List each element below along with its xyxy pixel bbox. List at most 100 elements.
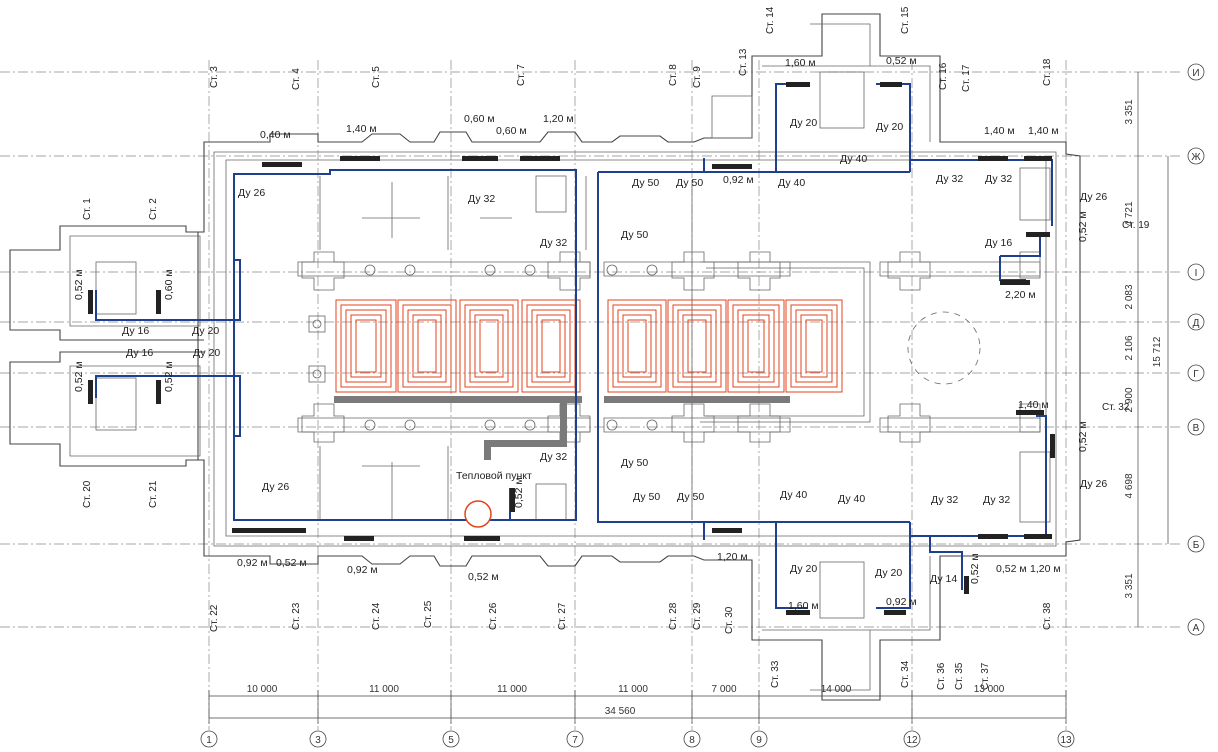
- heating-loop: [617, 309, 657, 383]
- heating-loop: [790, 304, 838, 388]
- riser-label: Ст. 18: [1042, 58, 1053, 86]
- heating-loop: [531, 309, 571, 383]
- axis-bubble: [309, 730, 327, 748]
- pipe-diameter-label: Ду 40: [778, 177, 805, 189]
- riser-label: Ст. 5: [371, 66, 382, 88]
- axis-bubble: [1057, 730, 1075, 748]
- heating-loop: [727, 299, 785, 393]
- pipe-diameter-label: Ду 20: [193, 347, 220, 359]
- heating-loop: [340, 304, 392, 388]
- riser-label: Ст. 36: [936, 662, 947, 690]
- riser-label: Ст. 19: [1122, 220, 1150, 231]
- riser-label: Ст. 4: [291, 68, 302, 90]
- radiator-length-label: 0,52 м: [886, 55, 917, 67]
- heating-loop: [479, 319, 499, 373]
- dimension-value: 4 721: [1124, 201, 1135, 226]
- radiator-length-label: 1,20 м: [717, 551, 748, 563]
- radiator-length-label: 0,92 м: [886, 596, 917, 608]
- riser-label: Ст. 26: [488, 602, 499, 630]
- pipe-diameter-label: Ду 20: [790, 117, 817, 129]
- riser-label: Ст. 24: [371, 602, 382, 630]
- heating-loop: [785, 299, 843, 393]
- axis-bubble: [750, 730, 768, 748]
- riser-label: Ст. 7: [516, 64, 527, 86]
- dimension-value: 2 106: [1124, 335, 1135, 360]
- heating-loop: [800, 314, 828, 378]
- pipe-diameter-label: Ду 40: [780, 489, 807, 501]
- axis-bubble: [1187, 147, 1205, 165]
- heating-loop: [672, 304, 722, 388]
- pipe-diameter-label: Ду 32: [540, 237, 567, 249]
- pipe-diameter-label: Ду 50: [676, 177, 703, 189]
- axis-bubble: [1187, 618, 1205, 636]
- pipe-diameter-label: Ду 50: [632, 177, 659, 189]
- radiator-length-label: 1,20 м: [543, 113, 574, 125]
- pipe-diameter-label: Ду 32: [468, 193, 495, 205]
- riser-label: Ст. 38: [1042, 602, 1053, 630]
- pipe-diameter-label: Ду 20: [192, 325, 219, 337]
- heating-loop: [397, 299, 457, 393]
- dimension-value: 10 000: [247, 684, 278, 695]
- riser-label: Ст. 28: [668, 602, 679, 630]
- axis-bubble-label: I: [1195, 268, 1198, 279]
- axis-bubble: [1187, 263, 1205, 281]
- riser-label: Ст. 17: [961, 64, 972, 92]
- dimension-value: 11 000: [497, 684, 527, 695]
- pipe-diameter-label: Ду 16: [985, 237, 1012, 249]
- underfloor-heating-loops: [335, 299, 843, 393]
- heating-loop: [682, 314, 712, 378]
- dimension-value: 11 000: [369, 684, 399, 695]
- pipe-diameter-label: Ду 20: [790, 563, 817, 575]
- heating-loop: [607, 299, 667, 393]
- dimension-value: 2 900: [1124, 387, 1135, 412]
- radiator-length-label: 0,52 м: [468, 571, 499, 583]
- heating-loop: [677, 309, 717, 383]
- pipe-diameter-label: Ду 26: [262, 481, 289, 493]
- heating-loop: [667, 299, 727, 393]
- heating-loop: [622, 314, 652, 378]
- riser-label: Ст. 3: [209, 66, 220, 88]
- heating-loop: [732, 304, 780, 388]
- heating-loop: [742, 314, 770, 378]
- heating-loop: [345, 309, 387, 383]
- dimension-value: 7 000: [711, 684, 736, 695]
- dimension-value: 4 698: [1124, 473, 1135, 498]
- axis-bubble-label: 1: [206, 735, 212, 746]
- heating-loop: [795, 309, 833, 383]
- riser-label: Ст. 23: [291, 602, 302, 630]
- heating-loop: [536, 314, 566, 378]
- axis-bubble-label: Д: [1193, 318, 1200, 329]
- heating-loop: [805, 319, 823, 373]
- dimension-value: 3 351: [1124, 573, 1135, 598]
- heating-loop: [747, 319, 765, 373]
- axis-bubble-label: 3: [315, 735, 321, 746]
- radiator-length-label: 1,40 м: [1018, 399, 1049, 411]
- riser-label: Ст. 13: [738, 48, 749, 76]
- pipe-diameter-label: Ду 40: [838, 493, 865, 505]
- pipe-diameter-label: Ду 32: [983, 494, 1010, 506]
- heating-loop: [541, 319, 561, 373]
- radiator-length-label: 0,40 м: [260, 129, 291, 141]
- pipe-diameter-label: Ду 50: [633, 491, 660, 503]
- pipe-diameter-label: Ду 14: [930, 573, 957, 585]
- axis-bubble: [442, 730, 460, 748]
- axis-bubble-label: Г: [1193, 369, 1199, 380]
- heating-pipes: [95, 83, 1053, 609]
- axis-bubble: [1187, 535, 1205, 553]
- building-walls: [9, 13, 1081, 701]
- riser-label: Ст. 8: [668, 64, 679, 86]
- total-width-dimension: 34 560: [605, 706, 636, 717]
- radiator-length-label: 1,60 м: [788, 600, 819, 612]
- heating-loop: [474, 314, 504, 378]
- radiator-length-label: 0,52 м: [513, 477, 525, 508]
- riser-label: Ст. 25: [423, 600, 434, 628]
- heating-loop: [459, 299, 519, 393]
- axis-bubble-label: 13: [1060, 735, 1072, 746]
- axis-bubble-label: Б: [1193, 540, 1200, 551]
- axis-bubble: [1187, 63, 1205, 81]
- pipe-diameter-label: Ду 50: [621, 229, 648, 241]
- radiator-length-label: 0,52 м: [1077, 421, 1089, 452]
